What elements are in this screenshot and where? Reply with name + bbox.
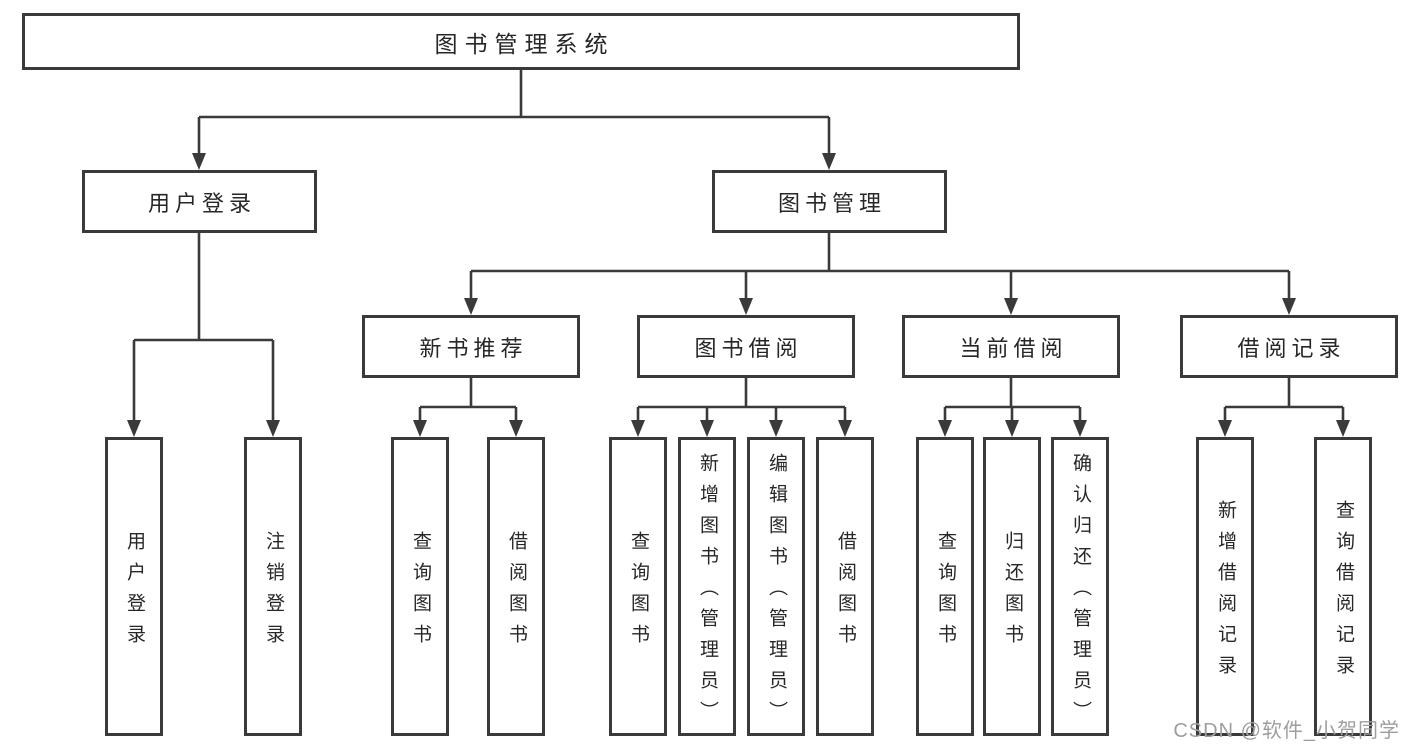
leaf-current-return-books: 归还图书 bbox=[983, 437, 1041, 736]
leaf-records-query-borrow-record: 查询借阅记录 bbox=[1314, 437, 1372, 736]
leaf-current-confirm-return-admin: 确认归还（管理员） bbox=[1051, 437, 1109, 736]
node-user-login: 用户登录 bbox=[82, 170, 317, 233]
node-new-book-recommendation: 新书推荐 bbox=[362, 315, 580, 378]
leaf-logout: 注销登录 bbox=[244, 437, 302, 736]
node-library-management-system: 图书管理系统 bbox=[22, 13, 1020, 70]
leaf-recommend-borrow-books: 借阅图书 bbox=[487, 437, 545, 736]
leaf-borrowing-query-books: 查询图书 bbox=[609, 437, 667, 736]
watermark: CSDN @软件_小贺同学 bbox=[1173, 720, 1400, 742]
leaf-borrowing-add-books-admin: 新增图书（管理员） bbox=[678, 437, 736, 736]
leaf-borrowing-borrow-books: 借阅图书 bbox=[816, 437, 874, 736]
node-book-management: 图书管理 bbox=[712, 170, 947, 233]
leaf-records-add-borrow-record: 新增借阅记录 bbox=[1196, 437, 1254, 736]
leaf-user-login: 用户登录 bbox=[105, 437, 163, 736]
leaf-borrowing-edit-books-admin: 编辑图书（管理员） bbox=[747, 437, 805, 736]
leaf-recommend-query-books: 查询图书 bbox=[391, 437, 449, 736]
node-book-borrowing: 图书借阅 bbox=[637, 315, 855, 378]
connector-paths bbox=[132, 69, 1345, 424]
node-current-borrowing: 当前借阅 bbox=[902, 315, 1120, 378]
node-borrowing-records: 借阅记录 bbox=[1180, 315, 1398, 378]
leaf-current-query-books: 查询图书 bbox=[916, 437, 974, 736]
